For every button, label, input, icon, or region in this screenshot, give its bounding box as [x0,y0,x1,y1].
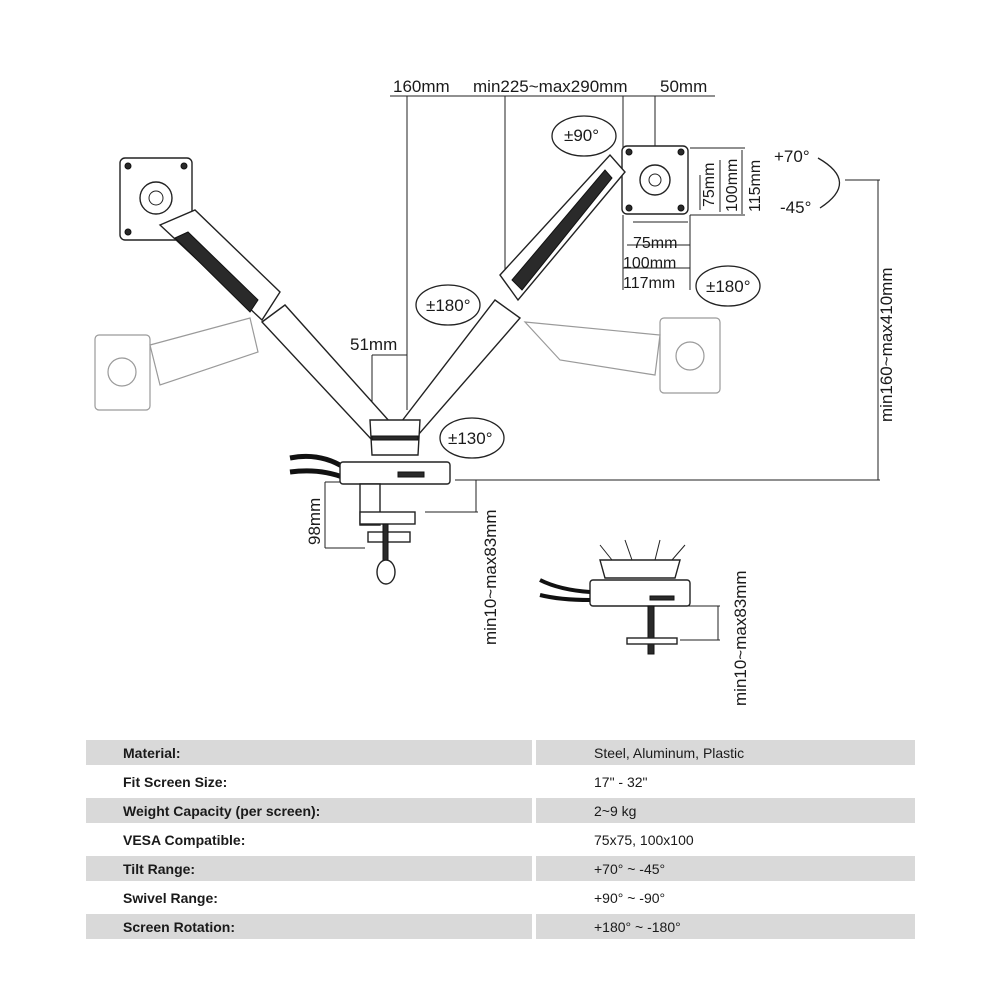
right-upper-arm [499,153,626,302]
spec-label: Swivel Range: [123,889,218,906]
spec-label: VESA Compatible: [123,831,246,848]
dimension-lines [324,95,880,641]
monitor-arm-diagram: 160mm min225~max290mm 50mm 75mm 100mm 11… [94,77,896,706]
spec-label: Weight Capacity (per screen): [86,798,532,823]
center-pole [369,419,421,456]
ghost-vesa-plate-left [94,317,259,411]
vesa-75-horizontal-label: 75mm [633,235,677,252]
spec-label: Screen Rotation: [86,914,532,939]
tilt-offset-label: 50mm [660,77,707,96]
right-vesa-plate [621,145,689,215]
spec-label: Fit Screen Size: [123,773,228,790]
spec-row-weight-capacity: Weight Capacity (per screen): 2~9 kg [86,798,915,823]
spec-value: +90° ~ -90° [594,889,666,906]
vesa-100-horizontal-label: 100mm [623,255,676,272]
base-rotation-angle-label: ±130° [448,429,493,448]
vesa-115-vertical-label: 115mm [747,160,764,212]
clamp-height-label: 98mm [305,498,324,545]
spec-value: 17" - 32" [594,773,648,790]
vesa-100-vertical-label: 100mm [724,159,741,212]
vesa-117-horizontal-label: 117mm [623,275,675,292]
spec-value: Steel, Aluminum, Plastic [536,740,915,765]
left-upper-arm [158,209,281,322]
spec-value: 2~9 kg [536,798,915,823]
vesa-75-vertical-label: 75mm [701,163,718,207]
rotation-right-angle-label: ±180° [706,277,751,296]
spec-value: 75x75, 100x100 [594,831,694,848]
grommet-mount [539,539,691,655]
spec-label: Material: [86,740,532,765]
pole-width-label: 51mm [350,335,397,354]
desk-clamp [359,483,416,585]
arm-offset-label: 160mm [393,77,450,96]
spec-value: +180° ~ -180° [536,914,915,939]
desk-base [339,461,451,485]
spec-row-material: Material: Steel, Aluminum, Plastic [86,740,915,765]
spec-row-tilt-range: Tilt Range: +70° ~ -45° [86,856,915,881]
specifications-table: Material: Steel, Aluminum, Plastic Fit S… [86,736,915,943]
ghost-vesa-plate-right [523,317,721,394]
arm-length-label: min225~max290mm [473,77,628,96]
spec-row-screen-rotation: Screen Rotation: +180° ~ -180° [86,914,915,939]
spec-value: +70° ~ -45° [536,856,915,881]
grommet-desk-thickness-label: min10~max83mm [731,570,750,706]
tilt-down-angle-label: -45° [780,198,811,217]
tilt-up-angle-label: +70° [774,147,810,166]
angle-labels: ±90° +70° -45° ±180° ±180° ±130° [426,126,811,448]
swivel-angle-label: ±90° [564,126,599,145]
cables [289,453,347,481]
spec-row-vesa-compatible: VESA Compatible: 75x75, 100x100 [86,827,915,852]
spec-row-swivel-range: Swivel Range: +90° ~ -90° [86,885,915,910]
rotation-left-angle-label: ±180° [426,296,471,315]
clamp-desk-thickness-label: min10~max83mm [481,509,500,645]
rotation-arrows [415,115,841,459]
spec-label: Tilt Range: [86,856,532,881]
dimension-labels: 160mm min225~max290mm 50mm 75mm 100mm 11… [305,77,896,706]
spec-row-fit-screen-size: Fit Screen Size: 17" - 32" [86,769,915,794]
height-range-label: min160~max410mm [877,268,896,423]
